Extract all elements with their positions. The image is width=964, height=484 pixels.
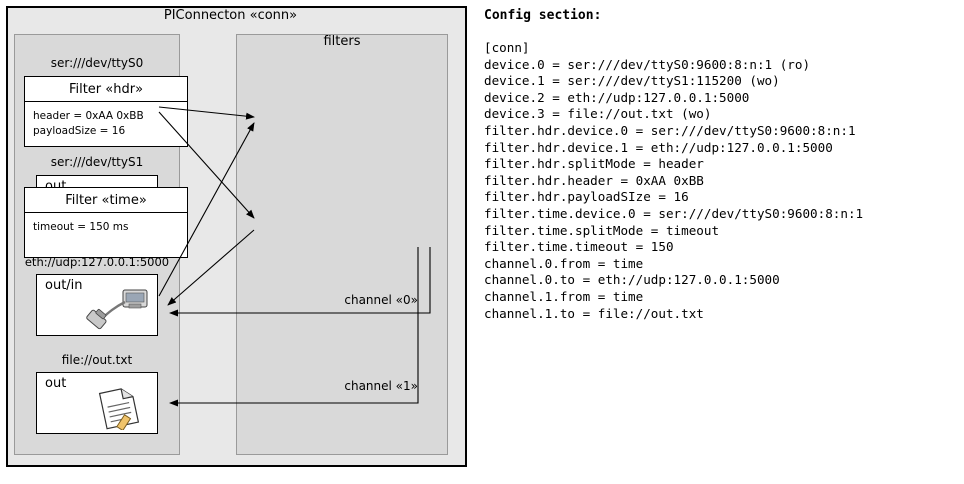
device-label-3: file://out.txt bbox=[61, 353, 133, 367]
network-plug-icon bbox=[85, 288, 151, 332]
filter-body-hdr: header = 0xAA 0xBB payloadSize = 16 bbox=[25, 102, 187, 146]
channel-label-0: channel «0» bbox=[344, 293, 418, 307]
diagram-title: PIConnecton «conn» bbox=[163, 8, 298, 23]
filter-card-hdr: Filter «hdr» header = 0xAA 0xBB payloadS… bbox=[24, 76, 188, 147]
config-panel: Config section: [conn] device.0 = ser://… bbox=[480, 0, 964, 484]
device-label-0: ser:///dev/ttyS0 bbox=[50, 56, 144, 70]
filter-body-time: timeout = 150 ms bbox=[25, 213, 187, 257]
config-title: Config section: bbox=[484, 8, 602, 23]
device-caption-3: out bbox=[45, 376, 67, 391]
device-card-3: out bbox=[36, 372, 158, 434]
filters-group bbox=[236, 34, 448, 455]
filter-hdr-line-1: payloadSize = 16 bbox=[33, 125, 126, 137]
filter-title-time: Filter «time» bbox=[25, 188, 187, 213]
connection-arrows bbox=[158, 106, 431, 407]
architecture-diagram: PIConnecton «conn» filters ser:///dev/tt… bbox=[0, 0, 470, 484]
filter-title-hdr: Filter «hdr» bbox=[25, 77, 187, 102]
filters-group-title: filters bbox=[323, 34, 361, 49]
filter-hdr-line-0: header = 0xAA 0xBB bbox=[33, 110, 144, 122]
device-card-2: out/in bbox=[36, 274, 158, 336]
device-label-2: eth://udp:127.0.0.1:5000 bbox=[24, 255, 170, 269]
filter-card-time: Filter «time» timeout = 150 ms bbox=[24, 187, 188, 258]
device-label-1: ser:///dev/ttyS1 bbox=[50, 155, 144, 169]
config-text: [conn] device.0 = ser:///dev/ttyS0:9600:… bbox=[484, 40, 864, 321]
channel-label-1: channel «1» bbox=[344, 379, 418, 393]
filter-time-line-0: timeout = 150 ms bbox=[33, 221, 129, 233]
device-caption-2: out/in bbox=[45, 278, 83, 293]
text-file-icon bbox=[85, 386, 151, 430]
